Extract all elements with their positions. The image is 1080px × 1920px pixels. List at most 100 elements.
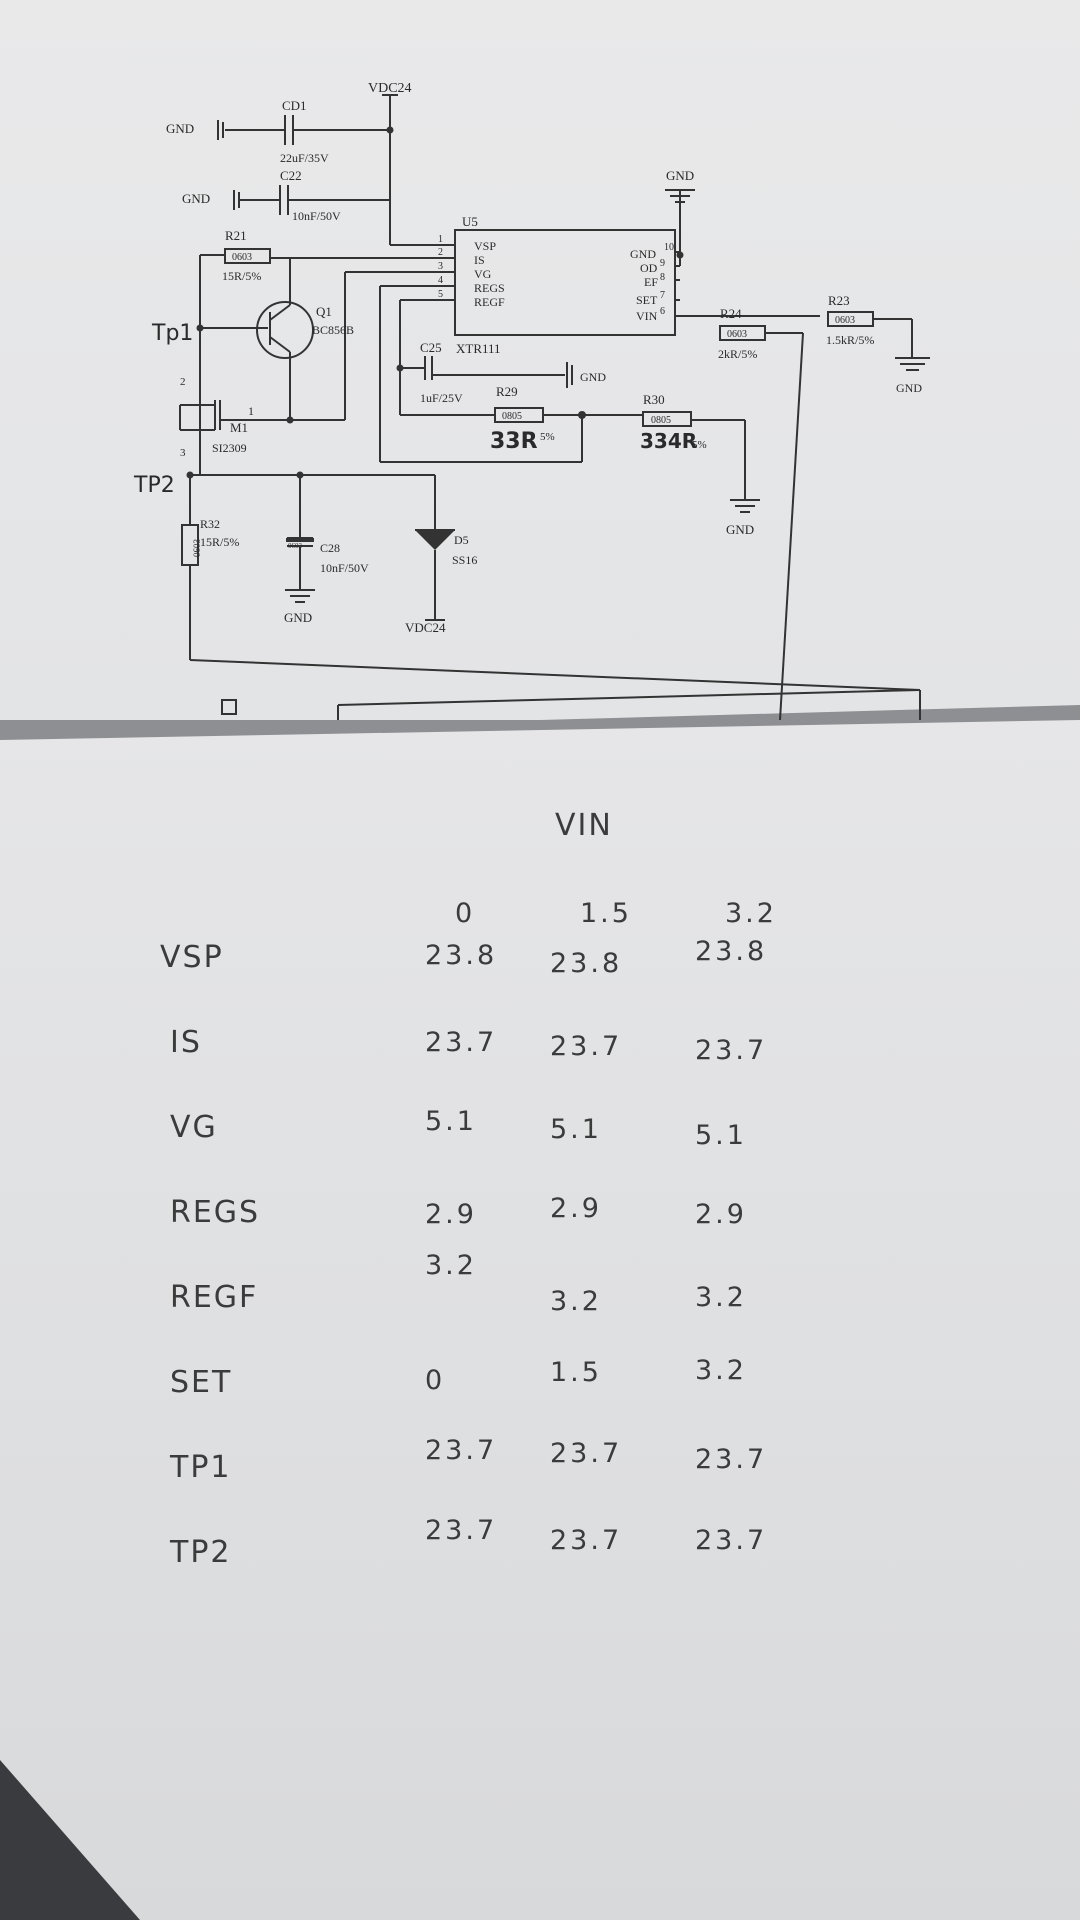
column-header: 0 xyxy=(455,898,476,929)
r23-ref: R23 xyxy=(828,293,850,308)
table-cell: 1.5 xyxy=(550,1357,602,1388)
cd1-ref: CD1 xyxy=(282,98,307,113)
row-label: TP1 xyxy=(170,1450,232,1485)
u5-pin-vg: VG xyxy=(474,267,492,281)
c25-ref: C25 xyxy=(420,340,442,355)
label-gnd-left2: GND xyxy=(182,191,210,206)
table-cell: 5.1 xyxy=(695,1120,747,1151)
u5-pin-num-6: 6 xyxy=(660,306,665,317)
m1-value: SI2309 xyxy=(212,441,247,455)
table-cell: 5.1 xyxy=(425,1106,477,1137)
table-cell: 23.7 xyxy=(695,1035,768,1066)
table-cell: 2.9 xyxy=(550,1193,602,1224)
r32-pkg: 0603 xyxy=(192,539,202,558)
r23-value: 1.5kR/5% xyxy=(826,333,874,347)
table-cell: 2.9 xyxy=(425,1199,477,1230)
u5-pin-regf: REGF xyxy=(474,295,505,309)
table-cell: 3.2 xyxy=(425,1250,477,1281)
u5-pin-num-3: 3 xyxy=(438,261,443,272)
m1-pin3: 3 xyxy=(180,447,186,459)
u5-pin-num-2: 2 xyxy=(438,247,443,258)
u5-pin-num-4: 4 xyxy=(438,275,443,286)
u5-pin-num-9: 9 xyxy=(660,258,665,269)
r24-pkg: 0603 xyxy=(727,329,747,340)
u5-pin-vin: VIN xyxy=(636,309,658,323)
tp1-label: Tp1 xyxy=(151,321,193,346)
table-cell: 23.7 xyxy=(425,1515,498,1546)
u5-pin-gnd: GND xyxy=(630,247,656,261)
table-cell: 23.7 xyxy=(550,1031,623,1062)
c22-value: 10nF/50V xyxy=(292,209,341,223)
r29-value: 5% xyxy=(540,431,555,443)
c28-pkg: 0603 xyxy=(288,542,303,550)
u5-pin-num-8: 8 xyxy=(660,272,665,283)
gnd-c25-label: GND xyxy=(580,370,606,384)
u5-pin-num-1: 1 xyxy=(438,234,443,245)
u5-part: XTR111 xyxy=(456,341,501,356)
r24-ref: R24 xyxy=(720,306,742,321)
row-label: IS xyxy=(170,1025,202,1060)
row-label: TP2 xyxy=(170,1535,232,1570)
notes-sheet xyxy=(0,720,1080,1920)
q1-value: BC856B xyxy=(312,323,354,337)
r32-value: 15R/5% xyxy=(200,535,239,549)
c25-value: 1uF/25V xyxy=(420,391,463,405)
r30-hand-value: 334R xyxy=(640,429,697,453)
table-cell: 2.9 xyxy=(695,1199,747,1230)
u5-pin-num-10: 10 xyxy=(664,242,674,253)
u5-pin-is: IS xyxy=(474,253,485,267)
row-label: VG xyxy=(170,1110,218,1145)
label-gnd-left1: GND xyxy=(166,121,194,136)
r21-pkg: 0603 xyxy=(232,252,252,263)
q1-ref: Q1 xyxy=(316,304,332,319)
column-header: 1.5 xyxy=(580,898,632,929)
table-cell: 3.2 xyxy=(695,1355,747,1386)
r29-hand-value: 33R xyxy=(490,429,538,454)
tp2-label: TP2 xyxy=(133,473,175,498)
r29-ref: R29 xyxy=(496,384,518,399)
table-cell: 23.7 xyxy=(550,1438,623,1469)
table-cell: 0 xyxy=(425,1365,446,1396)
gnd-r30-label: GND xyxy=(726,522,754,537)
table-cell: 5.1 xyxy=(550,1114,602,1145)
table-title: VIN xyxy=(555,808,613,843)
u5-pin-num-5: 5 xyxy=(438,289,443,300)
row-label: SET xyxy=(170,1365,233,1400)
table-cell: 23.7 xyxy=(425,1027,498,1058)
row-label: REGS xyxy=(170,1195,261,1230)
table-cell: 23.7 xyxy=(425,1435,498,1466)
table-cell: 23.7 xyxy=(695,1525,768,1556)
gnd-c28-label: GND xyxy=(284,610,312,625)
gnd-r23-label: GND xyxy=(896,381,922,395)
u5-ref: U5 xyxy=(462,214,478,229)
r30-ref: R30 xyxy=(643,392,665,407)
m1-pin1: 1 xyxy=(248,404,254,418)
table-cell: 23.8 xyxy=(425,940,498,971)
m1-ref: M1 xyxy=(230,420,248,435)
r30-pkg: 0805 xyxy=(651,415,671,426)
r21-ref: R21 xyxy=(225,228,247,243)
u5-pin-od: OD xyxy=(640,261,658,275)
table-cell: 3.2 xyxy=(550,1286,602,1317)
row-label: VSP xyxy=(160,940,224,975)
r32-ref: R32 xyxy=(200,517,220,531)
r23-pkg: 0603 xyxy=(835,315,855,326)
r30-value: 5% xyxy=(692,439,707,451)
gnd-top-label: GND xyxy=(666,168,694,183)
d5-ref: D5 xyxy=(454,533,469,547)
table-cell: 23.8 xyxy=(550,948,623,979)
r29-pkg: 0805 xyxy=(502,411,522,422)
label-vdc24-top: VDC24 xyxy=(368,81,412,96)
u5-pin-ef: EF xyxy=(644,275,658,289)
u5-pin-regs: REGS xyxy=(474,281,505,295)
cd1-value: 22uF/35V xyxy=(280,151,329,165)
u5-pin-vsp: VSP xyxy=(474,239,496,253)
circuit-schematic: VDC24 GND GND CD1 22uF/35V C22 10nF/50V … xyxy=(133,81,930,720)
row-label: REGF xyxy=(170,1280,259,1315)
c28-value: 10nF/50V xyxy=(320,561,369,575)
r21-value: 15R/5% xyxy=(222,269,261,283)
table-cell: 23.8 xyxy=(695,936,768,967)
column-header: 3.2 xyxy=(725,898,777,929)
u5-pin-set: SET xyxy=(636,293,658,307)
u5-pin-num-7: 7 xyxy=(660,290,665,301)
